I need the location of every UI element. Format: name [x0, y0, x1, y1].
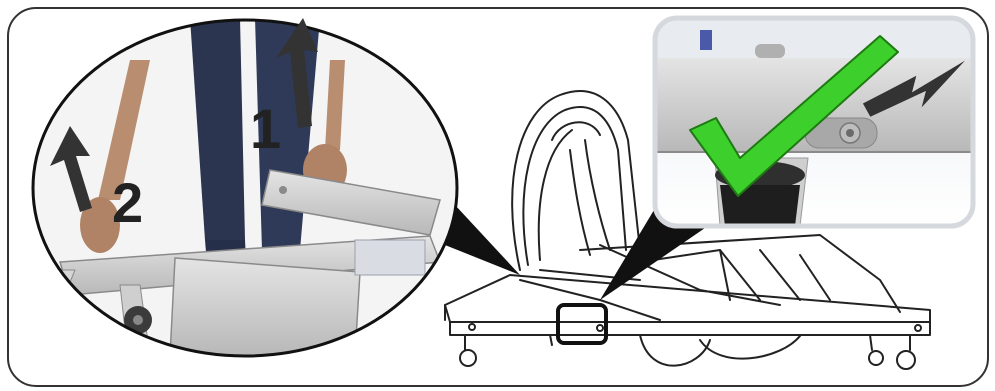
step-number-1: 1: [250, 97, 281, 160]
step-number-2: 2: [112, 171, 143, 234]
